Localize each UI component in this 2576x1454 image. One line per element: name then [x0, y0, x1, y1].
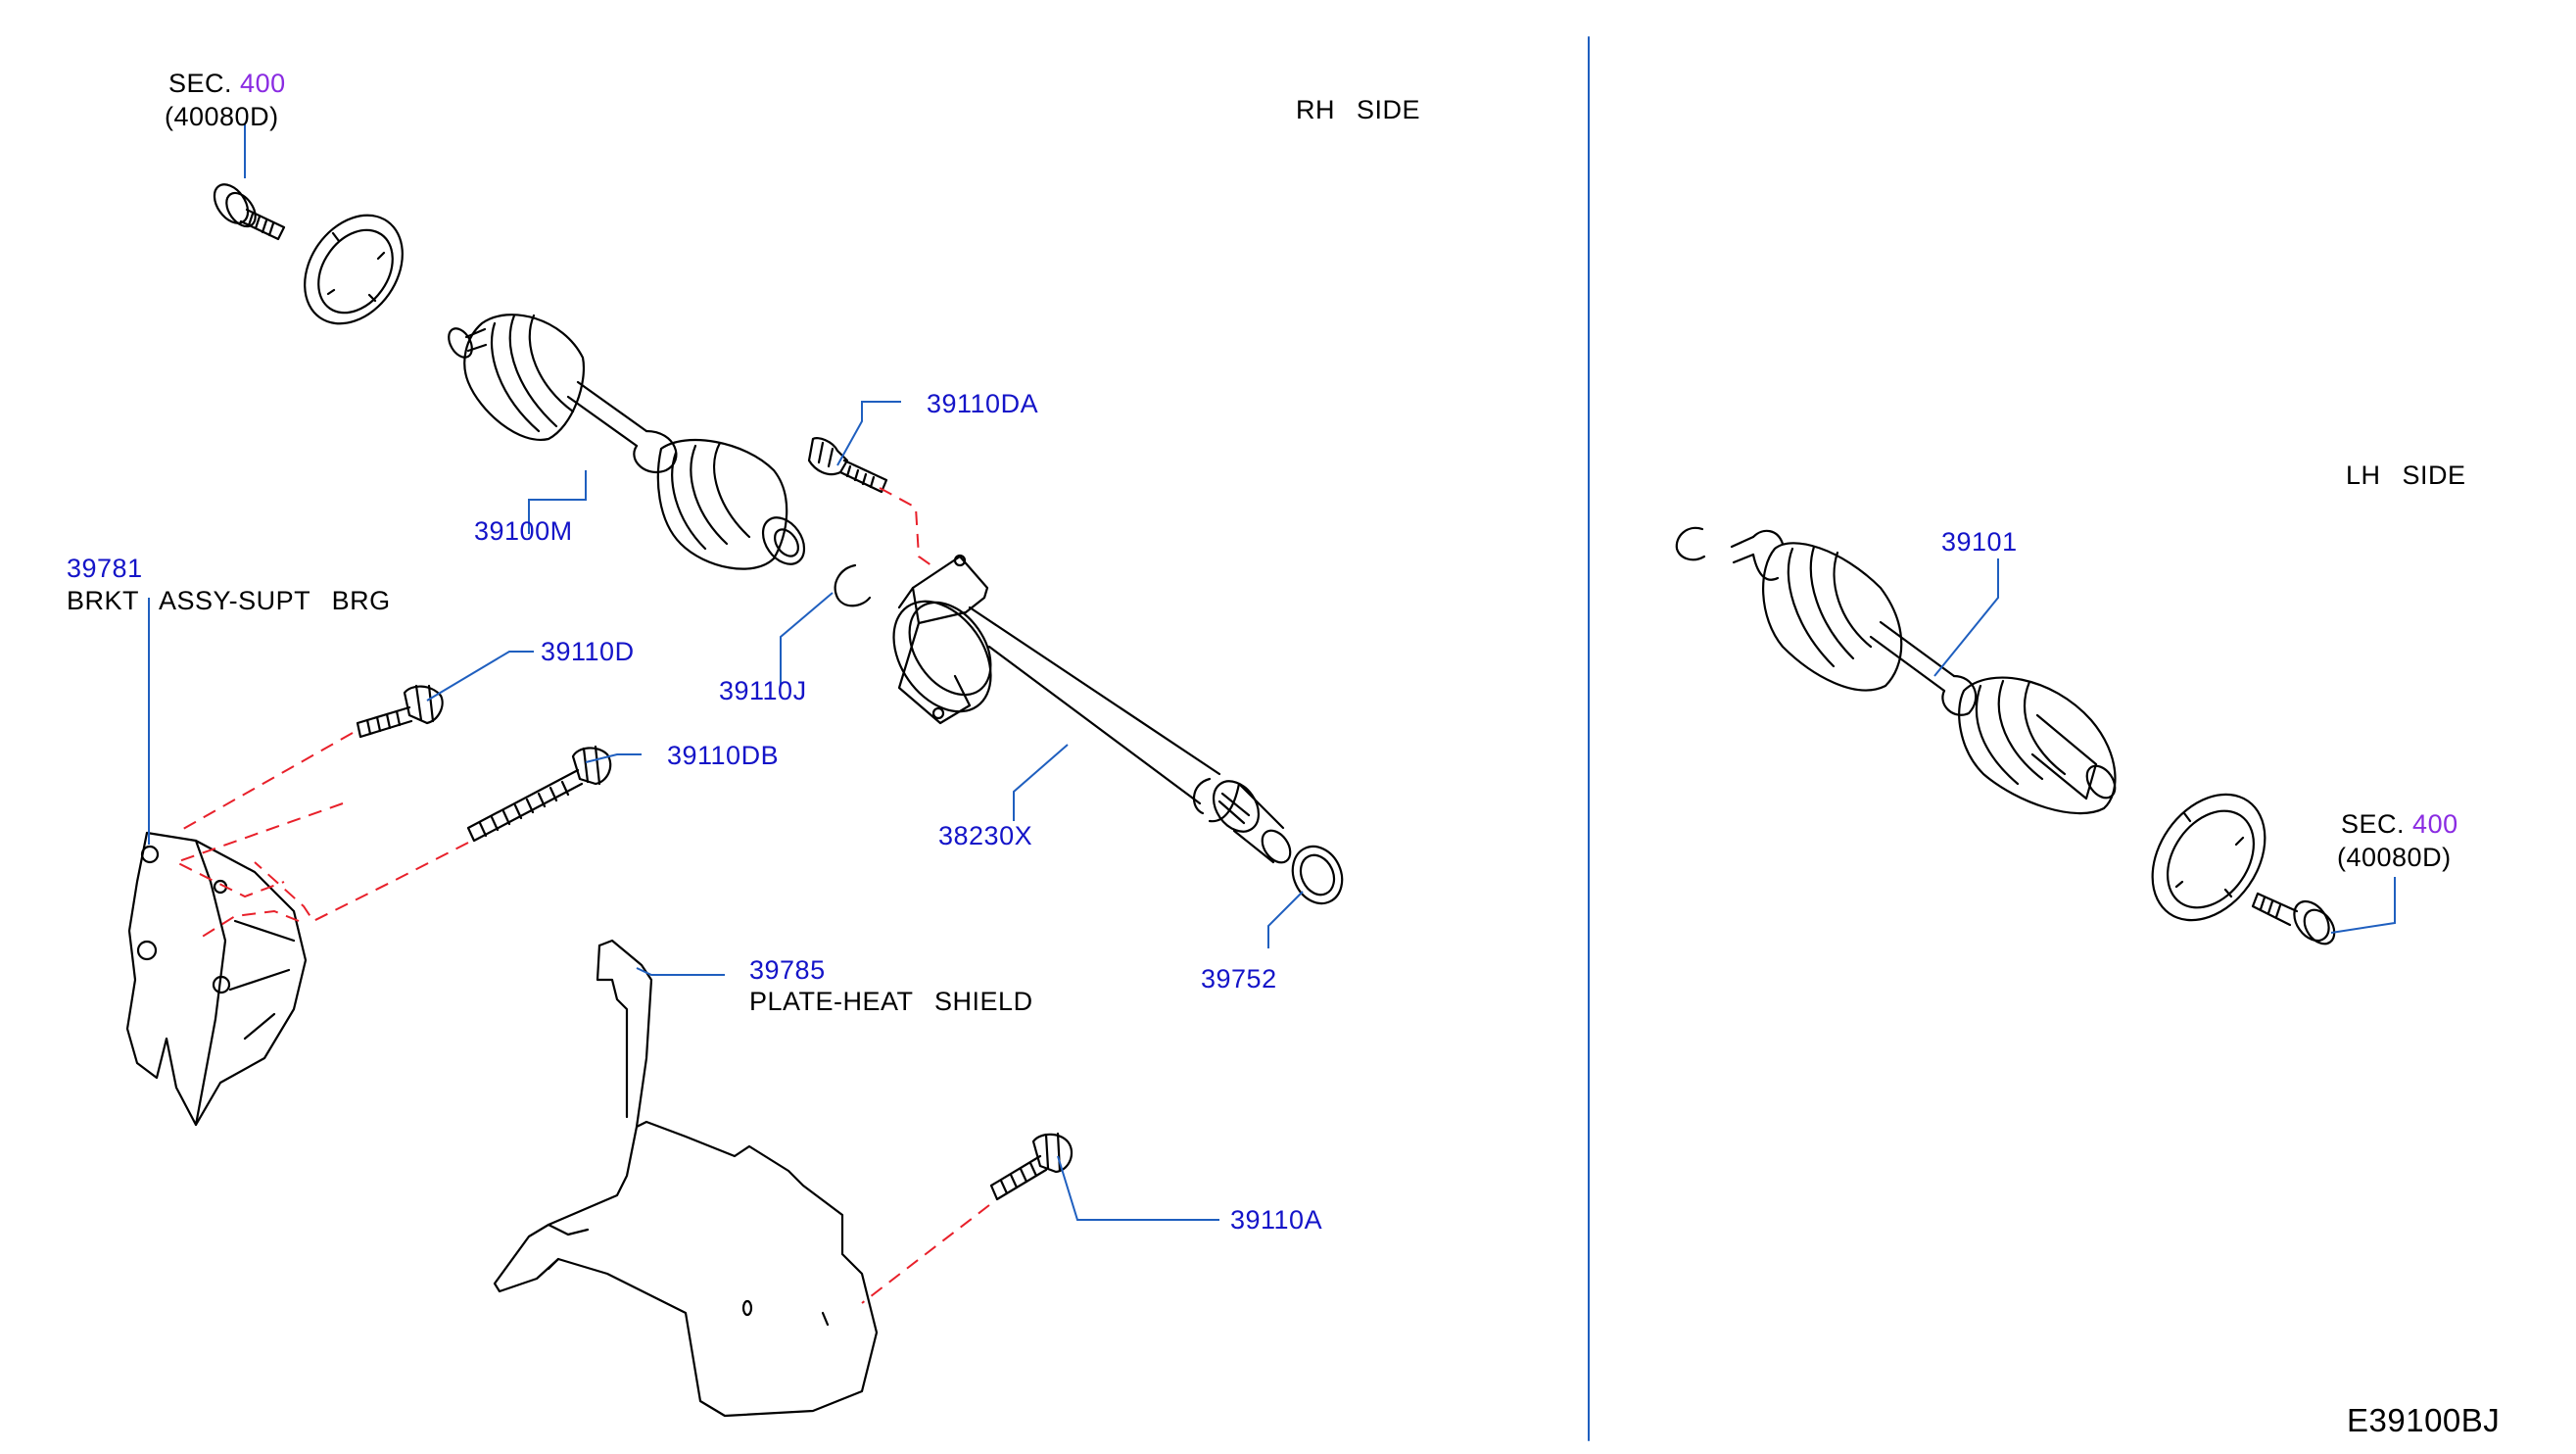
part-39100M[interactable]: 39100M: [474, 516, 573, 546]
part-39785[interactable]: 39785: [749, 955, 826, 985]
rh-drive-shaft: [448, 314, 806, 570]
rh-seal-bolt: [213, 183, 286, 241]
bolt-39110D: [356, 684, 444, 739]
part-39752[interactable]: 39752: [1201, 964, 1277, 994]
part-38230X[interactable]: 38230X: [938, 821, 1033, 850]
bolt-39110A: [989, 1132, 1073, 1201]
part-39110J[interactable]: 39110J: [719, 676, 807, 705]
lh-side-label: LH SIDE: [2346, 460, 2466, 490]
sec-prefix: SEC.: [2341, 809, 2406, 839]
rh-side-label: RH SIDE: [1296, 95, 1421, 124]
assembly-lines: [173, 487, 990, 1304]
sec-sub-lh: (40080D): [2337, 843, 2452, 872]
sec-ref-rh[interactable]: SEC. 400: [168, 69, 286, 98]
part-39101[interactable]: 39101: [1941, 527, 2018, 557]
part-39781-name: BRKT ASSY-SUPT BRG: [67, 586, 391, 615]
bracket-39781: [125, 831, 308, 1127]
intermediate-shaft: [892, 554, 1292, 864]
heat-shield-39785: [493, 939, 879, 1418]
lh-oil-seal: [2151, 793, 2266, 922]
sec-prefix: SEC.: [168, 69, 233, 98]
diagram-code: E39100BJ: [2347, 1402, 2501, 1438]
leader-lines: [148, 124, 2396, 1221]
sec-sub-rh: (40080D): [165, 102, 279, 131]
sec-ref-lh[interactable]: SEC. 400: [2341, 809, 2458, 839]
bolt-39110DB: [466, 745, 612, 843]
part-39781[interactable]: 39781: [67, 554, 143, 583]
part-39110A[interactable]: 39110A: [1230, 1205, 1323, 1235]
lh-seal-bolt: [2251, 892, 2336, 945]
part-39110D[interactable]: 39110D: [541, 637, 635, 666]
sec-number[interactable]: 400: [240, 69, 286, 98]
sec-number[interactable]: 400: [2412, 809, 2458, 839]
part-39785-name: PLATE-HEAT SHIELD: [749, 987, 1033, 1016]
lh-drive-shaft: [1675, 526, 2117, 815]
seal-ring-39752: [1291, 845, 1344, 905]
part-39110DB[interactable]: 39110DB: [667, 741, 780, 770]
circlip-39110J: [834, 563, 872, 607]
rh-oil-seal: [304, 214, 404, 325]
part-39110DA[interactable]: 39110DA: [927, 389, 1039, 418]
